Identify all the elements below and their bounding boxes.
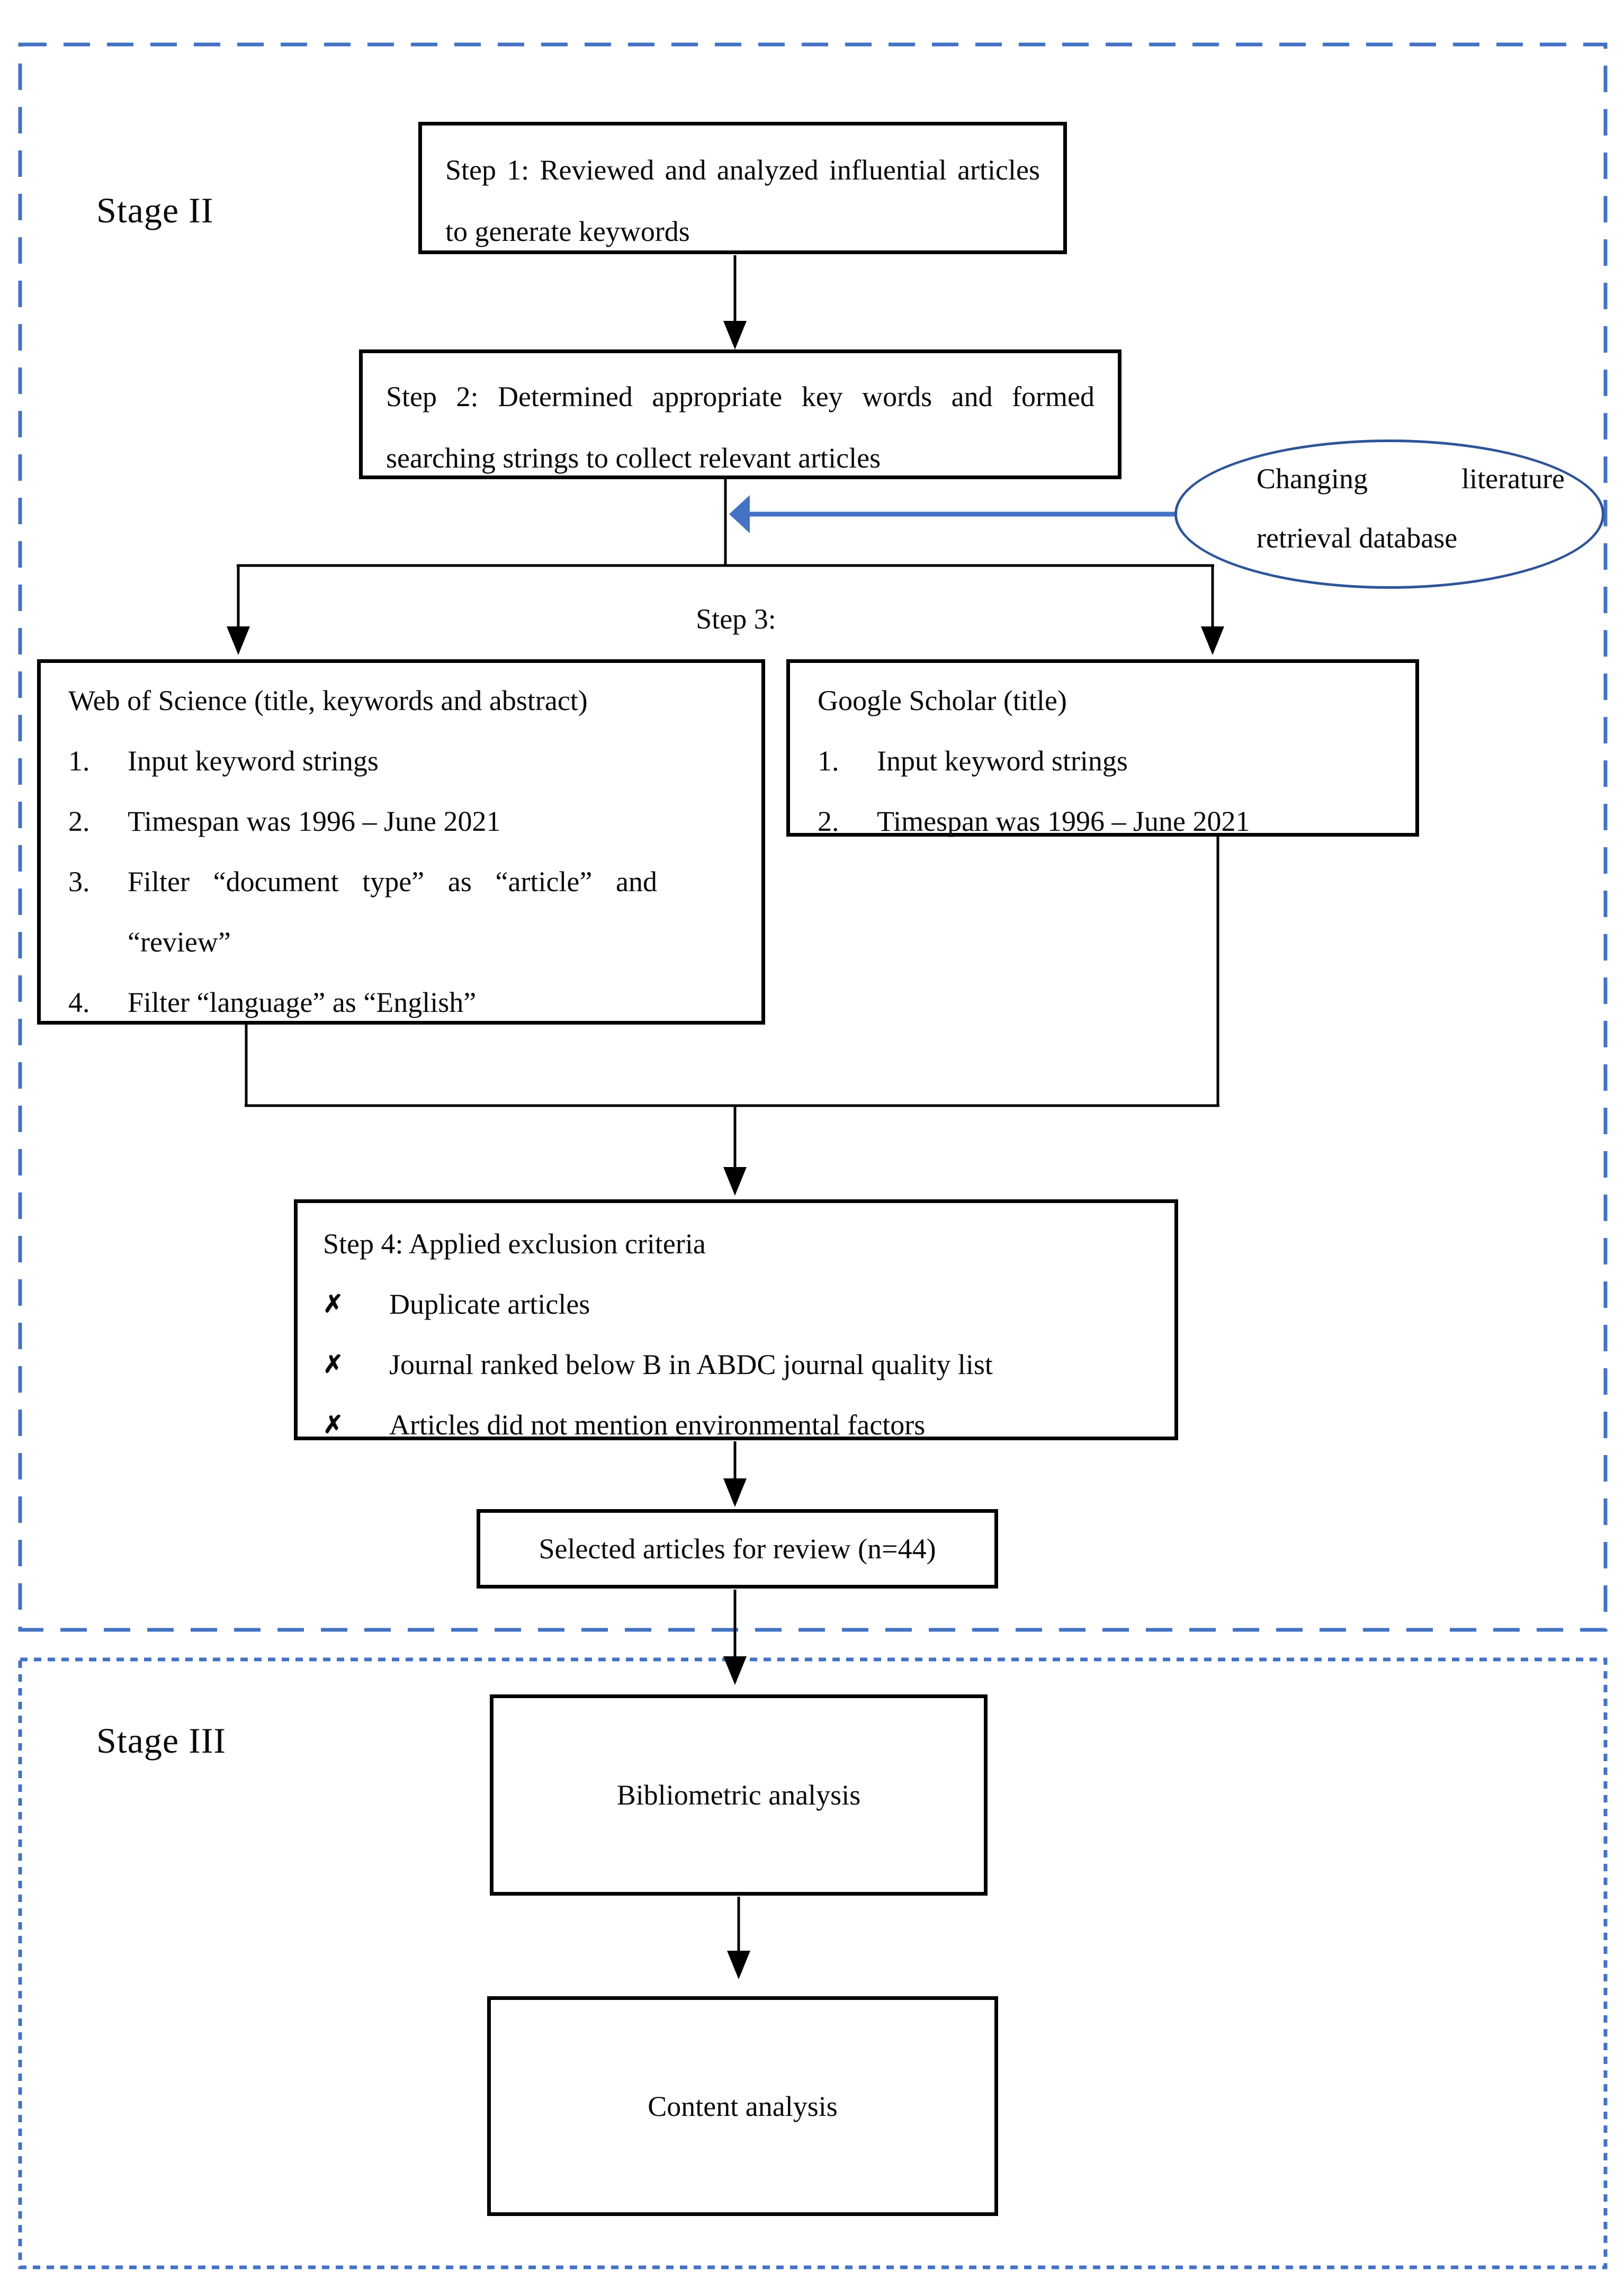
x-bullet-icon: ✗ bbox=[323, 1351, 344, 1378]
bibliometric-analysis-text: Bibliometric analysis bbox=[616, 1779, 861, 1811]
step4-box: Step 4: Applied exclusion criteria ✗ Dup… bbox=[294, 1199, 1178, 1441]
exclusion-item: ✗ Journal ranked below B in ABDC journal… bbox=[323, 1334, 1153, 1395]
list-text: Filter “language” as “English” bbox=[128, 986, 477, 1018]
list-text: Input keyword strings bbox=[128, 745, 379, 777]
step1-text: Step 1: Reviewed and analyzed influentia… bbox=[445, 154, 1040, 247]
list-number: 1. bbox=[68, 745, 90, 777]
stage3-dashed-border bbox=[18, 1657, 1608, 2269]
wos-list-item: 2. Timespan was 1996 – June 2021 bbox=[68, 791, 740, 851]
connector-join-to-step4 bbox=[245, 836, 1219, 1196]
arrow-branch-to-wos bbox=[227, 566, 250, 655]
arrow-step4-to-selected bbox=[723, 1441, 747, 1507]
exclusion-item: ✗ Articles did not mention environmental… bbox=[323, 1395, 1153, 1455]
wos-list-item: 4. Filter “language” as “English” bbox=[68, 972, 740, 1033]
list-number: 3. bbox=[68, 866, 90, 898]
wos-list-item: 3. Filter “document type” as “article” a… bbox=[68, 851, 740, 972]
stage2-dashed-border bbox=[18, 42, 1608, 1632]
arrow-branch-to-gs bbox=[1201, 566, 1224, 655]
changing-database-ellipse: Changing literature retrieval database bbox=[1174, 439, 1604, 589]
gs-list-item: 2. Timespan was 1996 – June 2021 bbox=[818, 791, 1394, 851]
x-bullet-icon: ✗ bbox=[323, 1290, 344, 1317]
exclusion-text: Duplicate articles bbox=[389, 1288, 590, 1320]
exclusion-item: ✗ Duplicate articles bbox=[323, 1274, 1153, 1334]
exclusion-text: Journal ranked below B in ABDC journal q… bbox=[389, 1349, 993, 1380]
list-text: Input keyword strings bbox=[877, 745, 1128, 777]
step3-label: Step 3: bbox=[696, 603, 776, 635]
stage2-label: Stage II bbox=[96, 190, 214, 230]
bibliometric-analysis-box: Bibliometric analysis bbox=[490, 1694, 988, 1896]
ellipse-text-line1: Changing literature bbox=[1257, 463, 1565, 495]
list-text: Timespan was 1996 – June 2021 bbox=[128, 805, 501, 837]
selected-articles-text: Selected articles for review (n=44) bbox=[539, 1533, 936, 1565]
connector-step2-to-branch bbox=[237, 478, 1214, 567]
step1-box: Step 1: Reviewed and analyzed influentia… bbox=[418, 122, 1067, 254]
content-analysis-box: Content analysis bbox=[487, 1996, 998, 2216]
content-analysis-text: Content analysis bbox=[648, 2090, 838, 2122]
list-number: 1. bbox=[818, 745, 839, 777]
arrow-step1-to-step2 bbox=[723, 255, 747, 349]
ellipse-text-line2: retrieval database bbox=[1257, 522, 1458, 554]
wos-title: Web of Science (title, keywords and abst… bbox=[68, 685, 588, 716]
stage3-label: Stage III bbox=[96, 1720, 227, 1761]
step2-text: Step 2: Determined appropriate key words… bbox=[386, 381, 1094, 474]
list-text: Filter “document type” as “article” and … bbox=[128, 866, 657, 958]
list-number: 4. bbox=[68, 986, 90, 1018]
step4-title: Step 4: Applied exclusion criteria bbox=[323, 1228, 706, 1260]
list-text: Timespan was 1996 – June 2021 bbox=[877, 805, 1250, 837]
list-number: 2. bbox=[68, 805, 90, 837]
arrow-bibliometric-to-content bbox=[727, 1897, 750, 1979]
step2-box: Step 2: Determined appropriate key words… bbox=[359, 349, 1121, 479]
selected-articles-box: Selected articles for review (n=44) bbox=[477, 1509, 998, 1589]
web-of-science-box: Web of Science (title, keywords and abst… bbox=[37, 659, 765, 1025]
changing-database-arrow bbox=[729, 495, 1177, 533]
wos-list-item: 1. Input keyword strings bbox=[68, 731, 740, 791]
gs-list-item: 1. Input keyword strings bbox=[818, 731, 1394, 791]
list-number: 2. bbox=[818, 805, 839, 837]
exclusion-text: Articles did not mention environmental f… bbox=[389, 1409, 926, 1441]
google-scholar-box: Google Scholar (title) 1. Input keyword … bbox=[786, 659, 1419, 837]
x-bullet-icon: ✗ bbox=[323, 1411, 344, 1438]
gs-title: Google Scholar (title) bbox=[818, 685, 1067, 716]
arrow-selected-to-bibliometric bbox=[723, 1590, 747, 1685]
